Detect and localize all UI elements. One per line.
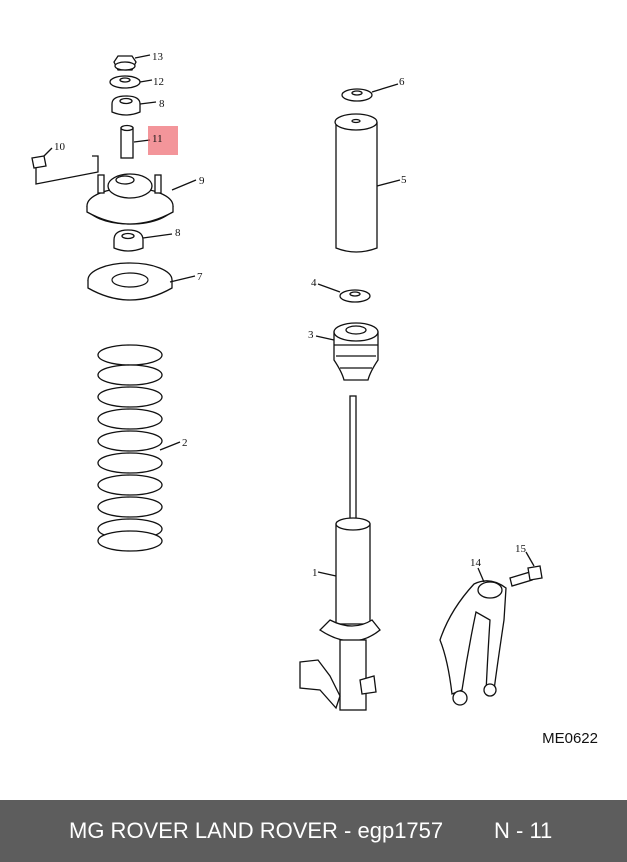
part-7-spring-seat	[87, 262, 196, 301]
callout-9: 9	[199, 175, 205, 187]
part-14-fork	[439, 567, 507, 706]
part-4-washer	[317, 283, 371, 303]
callout-1: 1	[312, 567, 318, 579]
part-6-plate	[341, 83, 399, 102]
callout-4: 4	[311, 277, 317, 289]
callout-7: 7	[197, 271, 203, 283]
part-13-nut	[113, 54, 151, 71]
part-2-coil-spring	[97, 344, 181, 552]
callout-10: 10	[54, 141, 66, 153]
callout-6: 6	[399, 76, 405, 88]
part-11-spacer	[120, 124, 151, 159]
callout-5: 5	[401, 174, 407, 186]
part-15-bolt	[509, 551, 543, 587]
part-8-lower-bush	[113, 229, 173, 252]
part-12-washer	[109, 75, 153, 89]
footer-page: N - 11	[494, 818, 553, 843]
callout-12: 12	[153, 76, 164, 88]
callout-15: 15	[515, 543, 527, 555]
callout-2: 2	[182, 437, 188, 449]
footer-bar: MG ROVER LAND ROVER - egp1757 N - 11	[0, 800, 627, 862]
callout-13: 13	[152, 51, 164, 63]
callout-3: 3	[308, 329, 314, 341]
part-10-clip	[31, 147, 99, 185]
callout-8a: 8	[159, 98, 165, 110]
callout-11: 11	[152, 133, 163, 145]
drawing-code: ME0622	[542, 730, 598, 747]
part-3-bump-stop	[315, 322, 379, 381]
part-8-upper-bush	[111, 95, 157, 116]
callout-8b: 8	[175, 227, 181, 239]
exploded-suspension-diagram: 13 12 8 10 9 8 7 2 6 5 4 3 1 14 15	[31, 51, 543, 711]
callout-14: 14	[470, 557, 482, 569]
highlight-box[interactable]: 11	[148, 126, 178, 155]
part-9-top-mount	[86, 173, 197, 225]
part-1-strut	[299, 395, 381, 711]
footer-title: MG ROVER LAND ROVER - egp1757	[69, 818, 444, 843]
part-5-dust-boot	[334, 113, 401, 253]
